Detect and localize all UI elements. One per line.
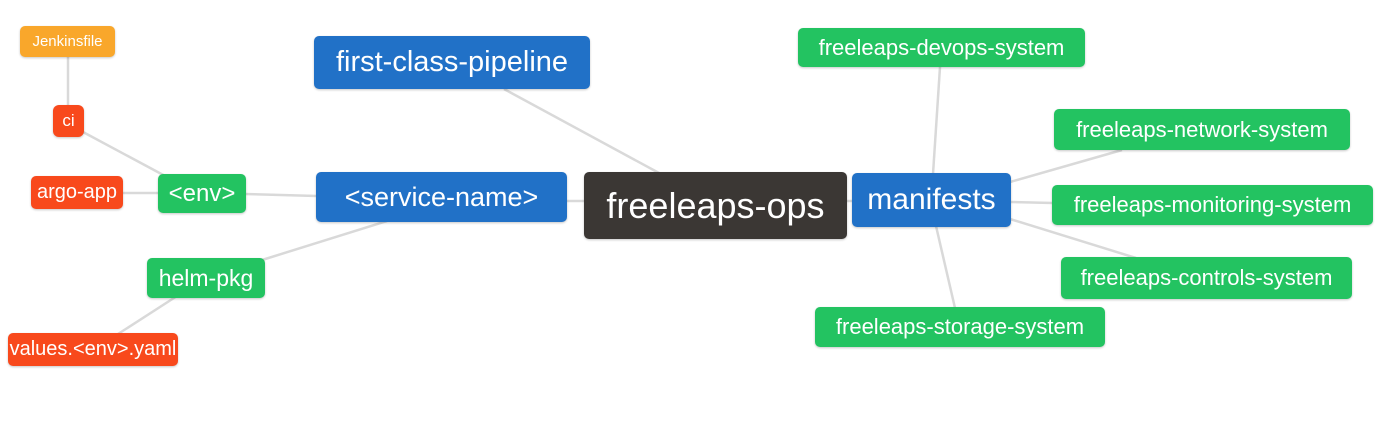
node-helm-pkg[interactable]: helm-pkg — [147, 258, 265, 298]
edge-manifests-devops — [931, 66, 942, 175]
node-freeleaps-network-system-label: freeleaps-network-system — [1076, 116, 1328, 142]
node-freeleaps-monitoring-system-label: freeleaps-monitoring-system — [1073, 192, 1352, 217]
node-values-env-yaml-label: values.<env>.yaml — [9, 338, 177, 360]
edge-helm-pkg-values — [117, 294, 178, 336]
node-argo-app-label: argo-app — [36, 181, 118, 203]
node-argo-app[interactable]: argo-app — [31, 176, 123, 209]
node-env[interactable]: <env> — [158, 174, 246, 213]
node-freeleaps-storage-system[interactable]: freeleaps-storage-system — [815, 307, 1105, 347]
node-service-name-label: <service-name> — [344, 181, 539, 212]
edge-manifests-network — [1009, 148, 1123, 184]
node-freeleaps-devops-system[interactable]: freeleaps-devops-system — [798, 28, 1085, 67]
node-first-class-pipeline[interactable]: first-class-pipeline — [314, 36, 590, 89]
edge-ci-env — [82, 130, 168, 179]
edge-manifests-controls — [1009, 217, 1137, 260]
edge-env-service-name — [244, 192, 318, 198]
node-manifests[interactable]: manifests — [852, 173, 1011, 227]
node-first-class-pipeline-label: first-class-pipeline — [335, 46, 569, 78]
node-freeleaps-monitoring-system[interactable]: freeleaps-monitoring-system — [1052, 185, 1373, 225]
node-freeleaps-storage-system-label: freeleaps-storage-system — [835, 314, 1085, 339]
node-freeleaps-ops[interactable]: freeleaps-ops — [584, 172, 847, 239]
node-manifests-label: manifests — [867, 183, 996, 216]
node-freeleaps-controls-system-label: freeleaps-controls-system — [1080, 265, 1333, 290]
edge-service-name-helm-pkg — [261, 219, 388, 262]
node-freeleaps-network-system[interactable]: freeleaps-network-system — [1054, 109, 1350, 150]
node-ci-label: ci — [62, 111, 75, 130]
edge-pipeline-ops — [503, 87, 660, 175]
node-helm-pkg-label: helm-pkg — [158, 264, 254, 291]
node-freeleaps-controls-system[interactable]: freeleaps-controls-system — [1061, 257, 1352, 299]
node-ci[interactable]: ci — [53, 105, 84, 137]
node-freeleaps-devops-system-label: freeleaps-devops-system — [818, 34, 1065, 60]
edge-manifests-storage — [934, 225, 957, 309]
node-jenkinsfile-label: Jenkinsfile — [32, 33, 103, 50]
node-env-label: <env> — [168, 179, 236, 207]
node-service-name[interactable]: <service-name> — [316, 172, 567, 222]
node-values-env-yaml[interactable]: values.<env>.yaml — [8, 333, 178, 366]
node-jenkinsfile[interactable]: Jenkinsfile — [20, 26, 115, 57]
edge-manifests-monitoring — [1009, 200, 1054, 205]
node-freeleaps-ops-label: freeleaps-ops — [606, 184, 825, 226]
